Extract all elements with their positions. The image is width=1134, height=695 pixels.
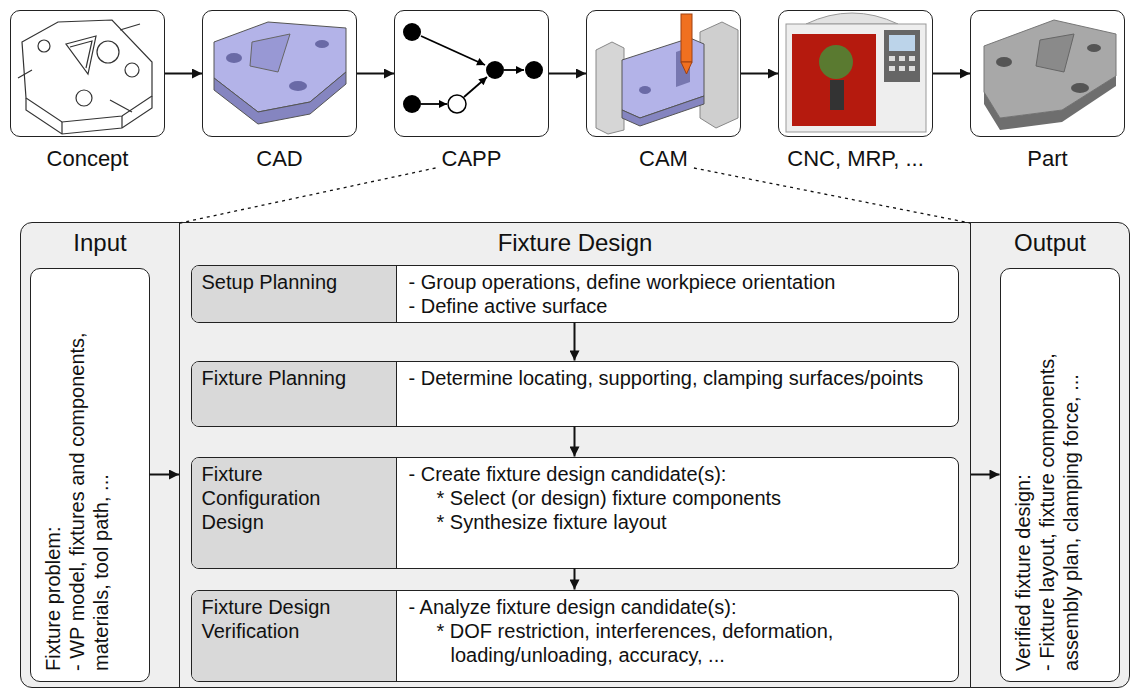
stage-label-holder: CAD xyxy=(256,146,302,172)
column-panel: Fixture DesignSetup Planning - Group oper… xyxy=(179,222,971,688)
stage-label: CAM xyxy=(639,146,688,172)
step-box: Fixture Configuration Design- Create fix… xyxy=(191,457,959,569)
io-box: Verified fixture design:- Fixture layout… xyxy=(1000,268,1120,682)
stage-box: CAD xyxy=(202,10,357,137)
step-title: Fixture Planning xyxy=(202,366,386,390)
flow-arrow xyxy=(574,427,576,457)
note-text: - Fixture layout, fixture components, as… xyxy=(1035,281,1083,671)
stage-label-holder: CNC, MRP, ... xyxy=(787,146,924,172)
step-detail-cell: - Analyze fixture design candidate(s):* … xyxy=(397,591,958,681)
step-detail: * Select (or design) fixture components xyxy=(409,486,946,510)
step-detail-cell: - Determine locating, supporting, clampi… xyxy=(397,362,958,426)
flow-arrow xyxy=(574,323,576,361)
column-header-holder: Input xyxy=(21,229,179,257)
note-heading: Verified fixture design: xyxy=(1011,281,1035,671)
note-heading: Fixture problem: xyxy=(41,281,65,671)
finished-part xyxy=(984,20,1116,130)
step-title: Setup Planning xyxy=(202,270,386,294)
step-box: Setup Planning - Group operations, define… xyxy=(191,265,959,323)
stage-box: CAM xyxy=(586,10,741,137)
cam-setup xyxy=(596,14,738,134)
step-detail: - Create fixture design candidate(s): xyxy=(409,462,946,486)
concept-sketch xyxy=(18,20,152,134)
column-header: Input xyxy=(21,229,179,257)
step-label-cell: Fixture Planning xyxy=(192,362,397,426)
io-box: Fixture problem:- WP model, fixtures and… xyxy=(30,268,150,682)
step-label-cell: Fixture Design Verification xyxy=(192,591,397,681)
stage-label: CAD xyxy=(256,146,302,172)
step-detail-cell: - Group operations, define workpiece ori… xyxy=(397,266,958,322)
column-panel: InputFixture problem:- WP model, fixture… xyxy=(20,222,180,688)
flow-arrow xyxy=(150,474,180,476)
stage-label-holder: Concept xyxy=(47,146,129,172)
step-title: Fixture Configuration Design xyxy=(202,462,386,534)
stage-label-holder: Part xyxy=(1027,146,1067,172)
rotated-text-holder: Fixture problem:- WP model, fixtures and… xyxy=(41,281,113,671)
flow-arrow xyxy=(549,73,586,75)
flow-arrow xyxy=(933,73,970,75)
flow-arrow xyxy=(741,73,778,75)
step-detail: - Determine locating, supporting, clampi… xyxy=(409,366,946,390)
step-detail: * Synthesize fixture layout xyxy=(409,510,946,534)
step-detail: * DOF restriction, interferences, deform… xyxy=(409,619,946,667)
stage-label: Part xyxy=(1027,146,1067,172)
dotted-leader xyxy=(180,168,436,223)
process-graph xyxy=(403,23,543,113)
flow-arrow xyxy=(971,474,1000,476)
stage-box: Concept xyxy=(10,10,165,137)
step-detail: - Define active surface xyxy=(409,294,946,318)
step-box: Fixture Design Verification- Analyze fix… xyxy=(191,590,959,682)
column-panel: OutputVerified fixture design:- Fixture … xyxy=(970,222,1130,688)
step-title: Fixture Design Verification xyxy=(202,595,386,643)
cad-model xyxy=(214,22,346,124)
column-header-holder: Fixture Design xyxy=(180,229,970,257)
cnc-machine xyxy=(786,13,926,132)
rotated-text-holder: Verified fixture design:- Fixture layout… xyxy=(1011,281,1083,671)
step-box: Fixture Planning - Determine locating, su… xyxy=(191,361,959,427)
step-detail-cell: - Create fixture design candidate(s):* S… xyxy=(397,458,958,568)
stage-label: CNC, MRP, ... xyxy=(787,146,924,172)
column-header-holder: Output xyxy=(971,229,1129,257)
step-label-cell: Setup Planning xyxy=(192,266,397,322)
note-text: - WP model, fixtures and components, mat… xyxy=(65,281,113,671)
stage-box: Part xyxy=(970,10,1125,137)
column-header: Output xyxy=(971,229,1129,257)
stage-box: CNC, MRP, ... xyxy=(778,10,933,137)
step-detail: - Analyze fixture design candidate(s): xyxy=(409,595,946,619)
stage-label: CAPP xyxy=(442,146,502,172)
flow-arrow xyxy=(574,569,576,590)
step-label-cell: Fixture Configuration Design xyxy=(192,458,397,568)
stage-box: CAPP xyxy=(394,10,549,137)
dotted-leader xyxy=(694,168,970,223)
stage-label: Concept xyxy=(47,146,129,172)
stage-label-holder: CAPP xyxy=(442,146,502,172)
step-detail: - Group operations, define workpiece ori… xyxy=(409,270,946,294)
column-header: Fixture Design xyxy=(180,229,970,257)
flow-arrow xyxy=(165,73,202,75)
stage-label-holder: CAM xyxy=(639,146,688,172)
flow-arrow xyxy=(357,73,394,75)
